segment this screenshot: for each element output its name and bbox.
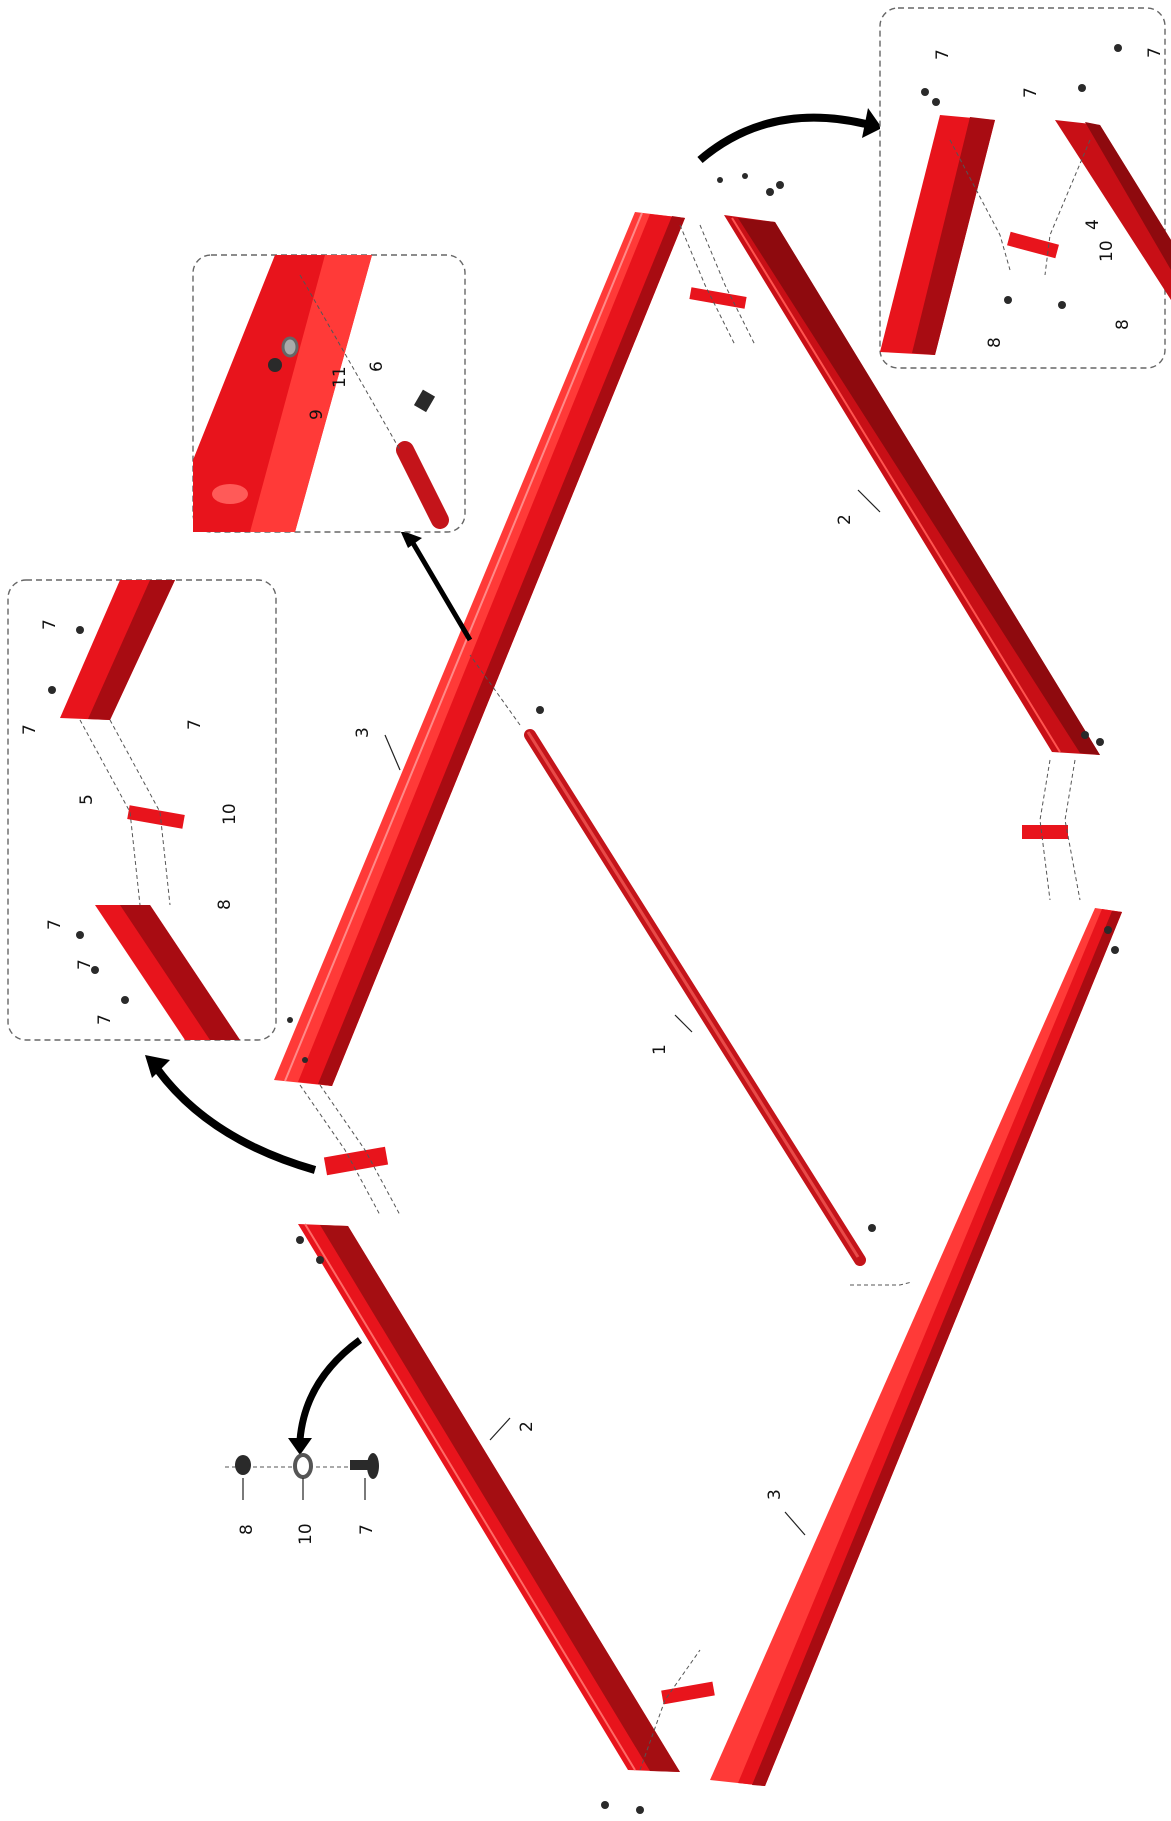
arrow-to-middle-inset-icon xyxy=(407,536,473,642)
inset-left-label-5: 8 xyxy=(215,899,235,910)
label-rod: 1 xyxy=(650,1044,670,1055)
inset-tr-label-0: 7 xyxy=(933,49,953,60)
inset-left-label-8: 7 xyxy=(95,1014,115,1025)
inset-left-label-1: 7 xyxy=(20,724,40,735)
rod-1 xyxy=(524,729,866,1266)
fastener-dots xyxy=(287,173,1119,1814)
inset-top-right: 7 7 7 4 10 8 8 xyxy=(879,7,1171,369)
washer-icon xyxy=(293,1453,313,1479)
inset-mid-label-0: 9 xyxy=(307,409,327,420)
washer-detail: 8 10 7 xyxy=(225,1453,379,1545)
nut-icon xyxy=(235,1455,251,1475)
callout-labels: 3 2 1 2 3 xyxy=(353,489,881,1536)
label-rail-lower-right: 3 xyxy=(765,1489,785,1500)
inset-middle: 9 11 6 xyxy=(192,254,466,533)
rail-2-upper-right xyxy=(724,215,1100,755)
inset-tr-label-2: 7 xyxy=(1145,47,1165,58)
rail-3-upper-left xyxy=(274,212,685,1086)
rail-2-lower-left xyxy=(298,1223,680,1772)
label-rail-upper-left: 3 xyxy=(353,727,373,738)
inset-left-label-4: 10 xyxy=(220,803,240,825)
label-rail-upper-right: 2 xyxy=(835,514,855,525)
washer-label-10: 10 xyxy=(296,1523,316,1545)
arrow-to-washer-detail-icon xyxy=(296,1337,363,1441)
inset-left: 7 7 7 5 10 8 7 7 7 xyxy=(7,579,277,1041)
arrow-to-left-inset-icon xyxy=(154,1067,317,1174)
curved-arrows xyxy=(145,108,882,1455)
inset-left-label-3: 5 xyxy=(77,794,97,805)
connector-brackets xyxy=(323,287,1068,1705)
inset-tr-label-3: 4 xyxy=(1083,219,1103,230)
inset-tr-label-4: 10 xyxy=(1097,240,1117,262)
inset-left-label-6: 7 xyxy=(45,919,65,930)
inset-tr-label-1: 7 xyxy=(1021,87,1041,98)
inset-left-label-0: 7 xyxy=(40,619,60,630)
washer-label-8: 8 xyxy=(237,1524,257,1535)
inset-left-label-7: 7 xyxy=(75,959,95,970)
washer-label-7: 7 xyxy=(357,1524,377,1535)
inset-mid-label-1: 11 xyxy=(330,366,350,388)
label-rail-lower-left: 2 xyxy=(517,1421,537,1432)
rail-3-lower-right xyxy=(710,908,1122,1786)
inset-tr-label-5: 8 xyxy=(985,337,1005,348)
arrow-to-top-right-inset-icon xyxy=(697,113,871,164)
inset-tr-label-6: 8 xyxy=(1113,319,1133,330)
bolt-icon xyxy=(350,1460,368,1470)
inset-mid-label-2: 6 xyxy=(367,361,387,372)
inset-left-label-2: 7 xyxy=(185,719,205,730)
assembly-guide-lines xyxy=(299,224,1081,1771)
bolt-6-icon xyxy=(413,389,436,413)
